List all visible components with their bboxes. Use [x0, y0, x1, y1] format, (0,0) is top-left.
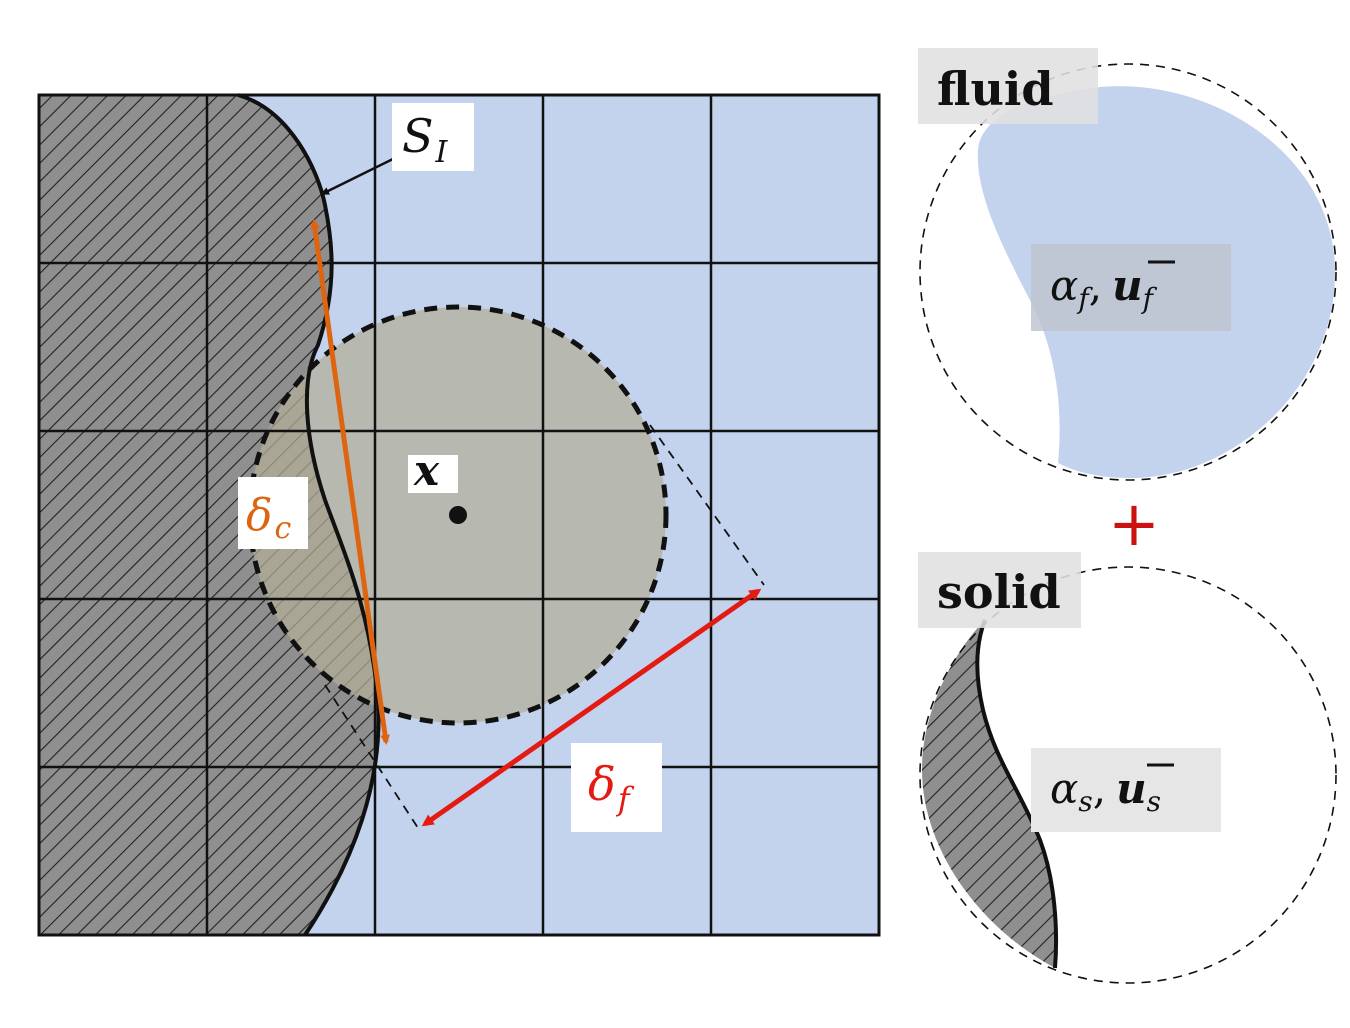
solid-label-bg — [918, 552, 1081, 628]
svg-text:δc: δc — [246, 490, 292, 546]
construction-lines — [324, 424, 765, 829]
delta-c-label: δc — [238, 477, 308, 549]
solid-region — [39, 95, 379, 935]
svg-text:x: x — [413, 446, 440, 495]
position-label: x — [408, 446, 458, 495]
plus-sign: + — [1108, 487, 1160, 560]
grid — [37, 93, 881, 937]
fluid-sample-circle — [919, 63, 1337, 481]
solid-sample-circle — [919, 566, 1337, 984]
solid-interface-curve — [975, 619, 1059, 969]
svg-text:SI: SI — [402, 109, 449, 170]
delta-f-arrow — [421, 588, 762, 827]
delta-f-label: δf — [571, 743, 662, 832]
fluid-quantities: αf,uf — [1050, 261, 1158, 315]
position-point — [449, 506, 467, 524]
fluid-label: fluid — [937, 62, 1054, 116]
fluid-label-bg — [918, 48, 1098, 124]
solid-quantities-bg — [1031, 748, 1221, 832]
solid-label: solid — [937, 565, 1061, 619]
solid-quantities: αs,us — [1050, 764, 1161, 818]
interface-label: SI — [392, 103, 474, 171]
fluid-sample: fluid αf,uf — [918, 48, 1337, 481]
solid-sample: solid αs,us — [918, 552, 1337, 984]
interface-pointer-arrow — [320, 156, 396, 196]
fluid-quantities-bg — [1031, 244, 1231, 331]
solid-phase-shape — [922, 620, 1057, 968]
delta-c-arrow — [310, 219, 390, 745]
